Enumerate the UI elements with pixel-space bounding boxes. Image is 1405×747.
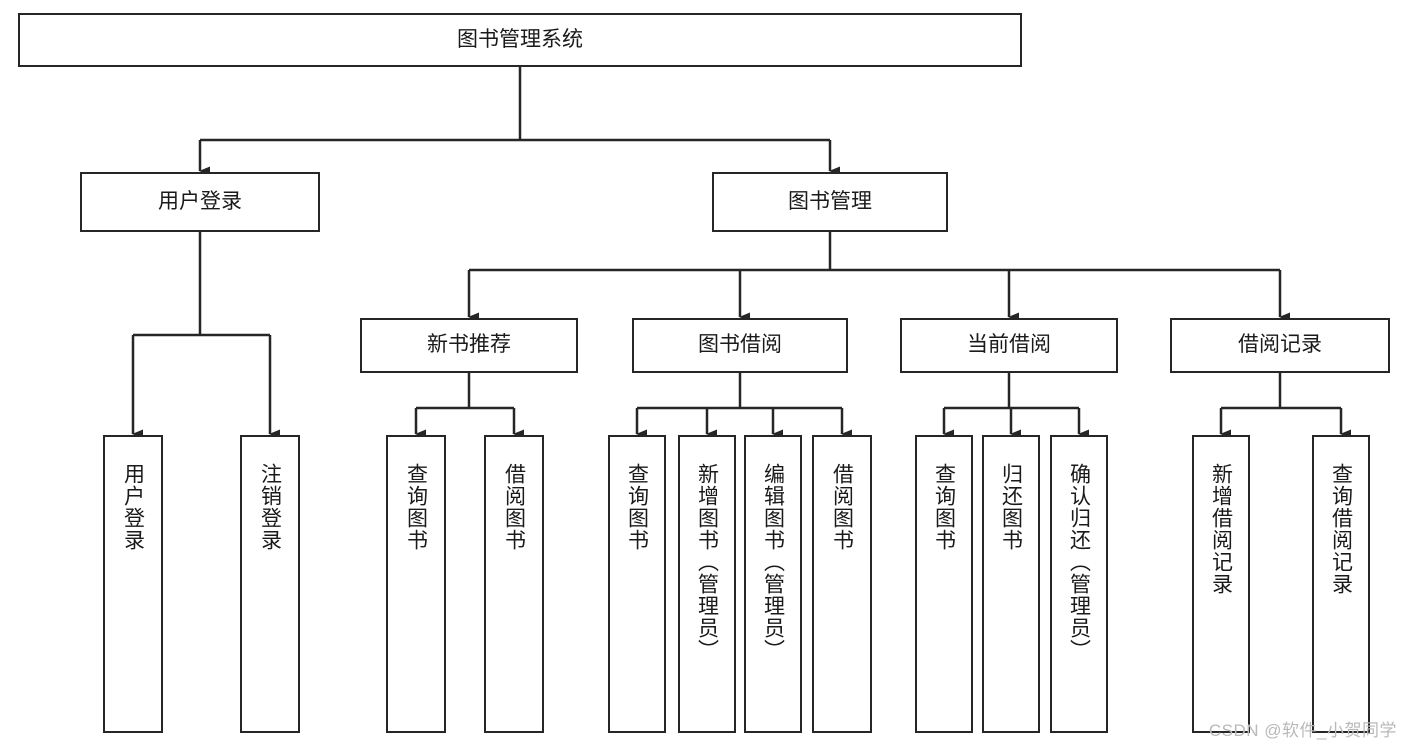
node-root[interactable]: 图书管理系统 <box>18 13 1022 67</box>
node-label: 借阅图书 <box>830 463 854 551</box>
node-new-book-rec[interactable]: 新书推荐 <box>360 318 578 373</box>
node-leaf-user-login[interactable]: 用户登录 <box>103 435 163 733</box>
node-borrow-record[interactable]: 借阅记录 <box>1170 318 1390 373</box>
node-label: 新增借阅记录 <box>1209 463 1233 595</box>
node-label: 新增图书（管理员） <box>695 463 719 661</box>
node-label: 用户登录 <box>158 189 242 213</box>
node-label: 用户登录 <box>121 463 145 551</box>
node-label: 新书推荐 <box>427 333 511 357</box>
node-label: 借阅图书 <box>502 463 526 551</box>
node-label: 图书管理系统 <box>457 27 583 51</box>
node-leaf-confirm-return[interactable]: 确认归还（管理员） <box>1050 435 1108 733</box>
node-user-login[interactable]: 用户登录 <box>80 172 320 232</box>
node-leaf-borrow-query[interactable]: 查询图书 <box>608 435 666 733</box>
node-current-borrow[interactable]: 当前借阅 <box>900 318 1118 373</box>
node-label: 注销登录 <box>258 463 282 551</box>
node-label: 图书借阅 <box>698 333 782 357</box>
node-leaf-rec-query[interactable]: 查询图书 <box>386 435 446 733</box>
node-label: 图书管理 <box>788 189 872 213</box>
node-leaf-edit-book[interactable]: 编辑图书（管理员） <box>744 435 802 733</box>
node-leaf-add-record[interactable]: 新增借阅记录 <box>1192 435 1250 733</box>
node-label: 确认归还（管理员） <box>1067 463 1091 661</box>
node-leaf-query-record[interactable]: 查询借阅记录 <box>1312 435 1370 733</box>
node-leaf-cur-query[interactable]: 查询图书 <box>915 435 973 733</box>
node-leaf-rec-borrow[interactable]: 借阅图书 <box>484 435 544 733</box>
watermark: CSDN @软件_小贺同学 <box>1208 721 1397 740</box>
node-leaf-borrow-book[interactable]: 借阅图书 <box>812 435 872 733</box>
node-leaf-return-book[interactable]: 归还图书 <box>982 435 1040 733</box>
node-label: 查询图书 <box>932 463 956 551</box>
node-label: 查询借阅记录 <box>1329 463 1353 595</box>
node-label: 当前借阅 <box>967 333 1051 357</box>
node-book-borrow[interactable]: 图书借阅 <box>632 318 848 373</box>
node-label: 借阅记录 <box>1238 333 1322 357</box>
node-label: 归还图书 <box>999 463 1023 551</box>
node-label: 查询图书 <box>404 463 428 551</box>
node-leaf-add-book[interactable]: 新增图书（管理员） <box>678 435 736 733</box>
node-label: 编辑图书（管理员） <box>761 463 785 661</box>
node-leaf-logout[interactable]: 注销登录 <box>240 435 300 733</box>
node-label: 查询图书 <box>625 463 649 551</box>
node-book-manage[interactable]: 图书管理 <box>712 172 948 232</box>
